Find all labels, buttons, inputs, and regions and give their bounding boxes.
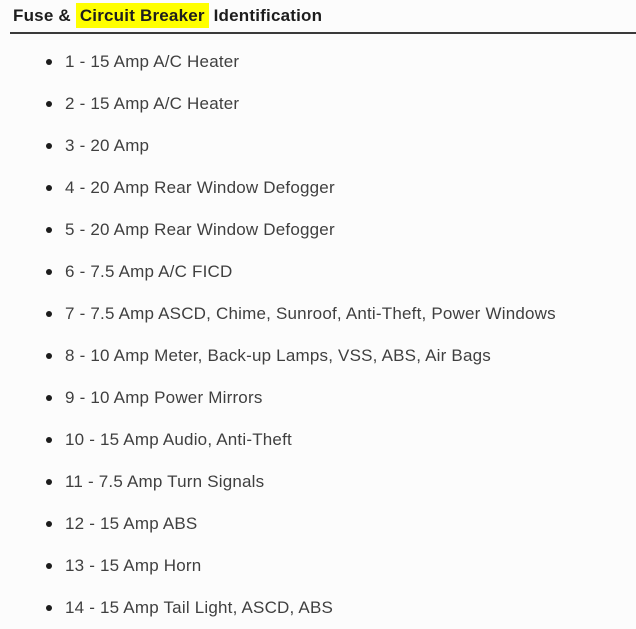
bullet-icon: [46, 605, 52, 611]
fuse-list-item: 3 - 20 Amp: [0, 125, 636, 167]
fuse-list-item: 9 - 10 Amp Power Mirrors: [0, 377, 636, 419]
fuse-item-label: 1 - 15 Amp A/C Heater: [65, 52, 240, 71]
bullet-icon: [46, 101, 52, 107]
fuse-item-label: 11 - 7.5 Amp Turn Signals: [65, 472, 265, 491]
fuse-item-label: 6 - 7.5 Amp A/C FICD: [65, 262, 233, 281]
fuse-item-label: 13 - 15 Amp Horn: [65, 556, 202, 575]
bullet-icon: [46, 59, 52, 65]
fuse-item-label: 10 - 15 Amp Audio, Anti-Theft: [65, 430, 292, 449]
page-title-prefix: Fuse &: [13, 6, 76, 25]
fuse-list-item: 5 - 20 Amp Rear Window Defogger: [0, 209, 636, 251]
bullet-icon: [46, 353, 52, 359]
fuse-item-label: 2 - 15 Amp A/C Heater: [65, 94, 240, 113]
page-title-highlight: Circuit Breaker: [75, 3, 209, 28]
bullet-icon: [46, 269, 52, 275]
bullet-icon: [46, 563, 52, 569]
fuse-item-label: 4 - 20 Amp Rear Window Defogger: [65, 178, 335, 197]
bullet-icon: [46, 311, 52, 317]
bullet-icon: [46, 521, 52, 527]
fuse-list: 1 - 15 Amp A/C Heater 2 - 15 Amp A/C Heat…: [0, 41, 636, 629]
page-title-suffix: Identification: [208, 6, 323, 25]
fuse-list-item: 14 - 15 Amp Tail Light, ASCD, ABS: [0, 587, 636, 629]
bullet-icon: [46, 185, 52, 191]
fuse-list-item: 12 - 15 Amp ABS: [0, 503, 636, 545]
fuse-list-item: 6 - 7.5 Amp A/C FICD: [0, 251, 636, 293]
fuse-list-item: 4 - 20 Amp Rear Window Defogger: [0, 167, 636, 209]
fuse-list-item: 2 - 15 Amp A/C Heater: [0, 83, 636, 125]
page-title: Fuse & Circuit Breaker Identification: [0, 0, 636, 28]
bullet-icon: [46, 395, 52, 401]
fuse-item-label: 7 - 7.5 Amp ASCD, Chime, Sunroof, Anti-T…: [65, 304, 556, 323]
fuse-list-item: 11 - 7.5 Amp Turn Signals: [0, 461, 636, 503]
title-divider: [10, 32, 636, 34]
fuse-item-label: 3 - 20 Amp: [65, 136, 150, 155]
fuse-list-item: 13 - 15 Amp Horn: [0, 545, 636, 587]
bullet-icon: [46, 479, 52, 485]
bullet-icon: [46, 227, 52, 233]
fuse-list-item: 1 - 15 Amp A/C Heater: [0, 41, 636, 83]
bullet-icon: [46, 143, 52, 149]
fuse-item-label: 9 - 10 Amp Power Mirrors: [65, 388, 263, 407]
fuse-item-label: 12 - 15 Amp ABS: [65, 514, 198, 533]
fuse-list-item: 10 - 15 Amp Audio, Anti-Theft: [0, 419, 636, 461]
fuse-item-label: 8 - 10 Amp Meter, Back-up Lamps, VSS, AB…: [65, 346, 491, 365]
fuse-list-item: 8 - 10 Amp Meter, Back-up Lamps, VSS, AB…: [0, 335, 636, 377]
bullet-icon: [46, 437, 52, 443]
fuse-item-label: 5 - 20 Amp Rear Window Defogger: [65, 220, 335, 239]
fuse-item-label: 14 - 15 Amp Tail Light, ASCD, ABS: [65, 598, 334, 617]
fuse-list-item: 7 - 7.5 Amp ASCD, Chime, Sunroof, Anti-T…: [0, 293, 636, 335]
